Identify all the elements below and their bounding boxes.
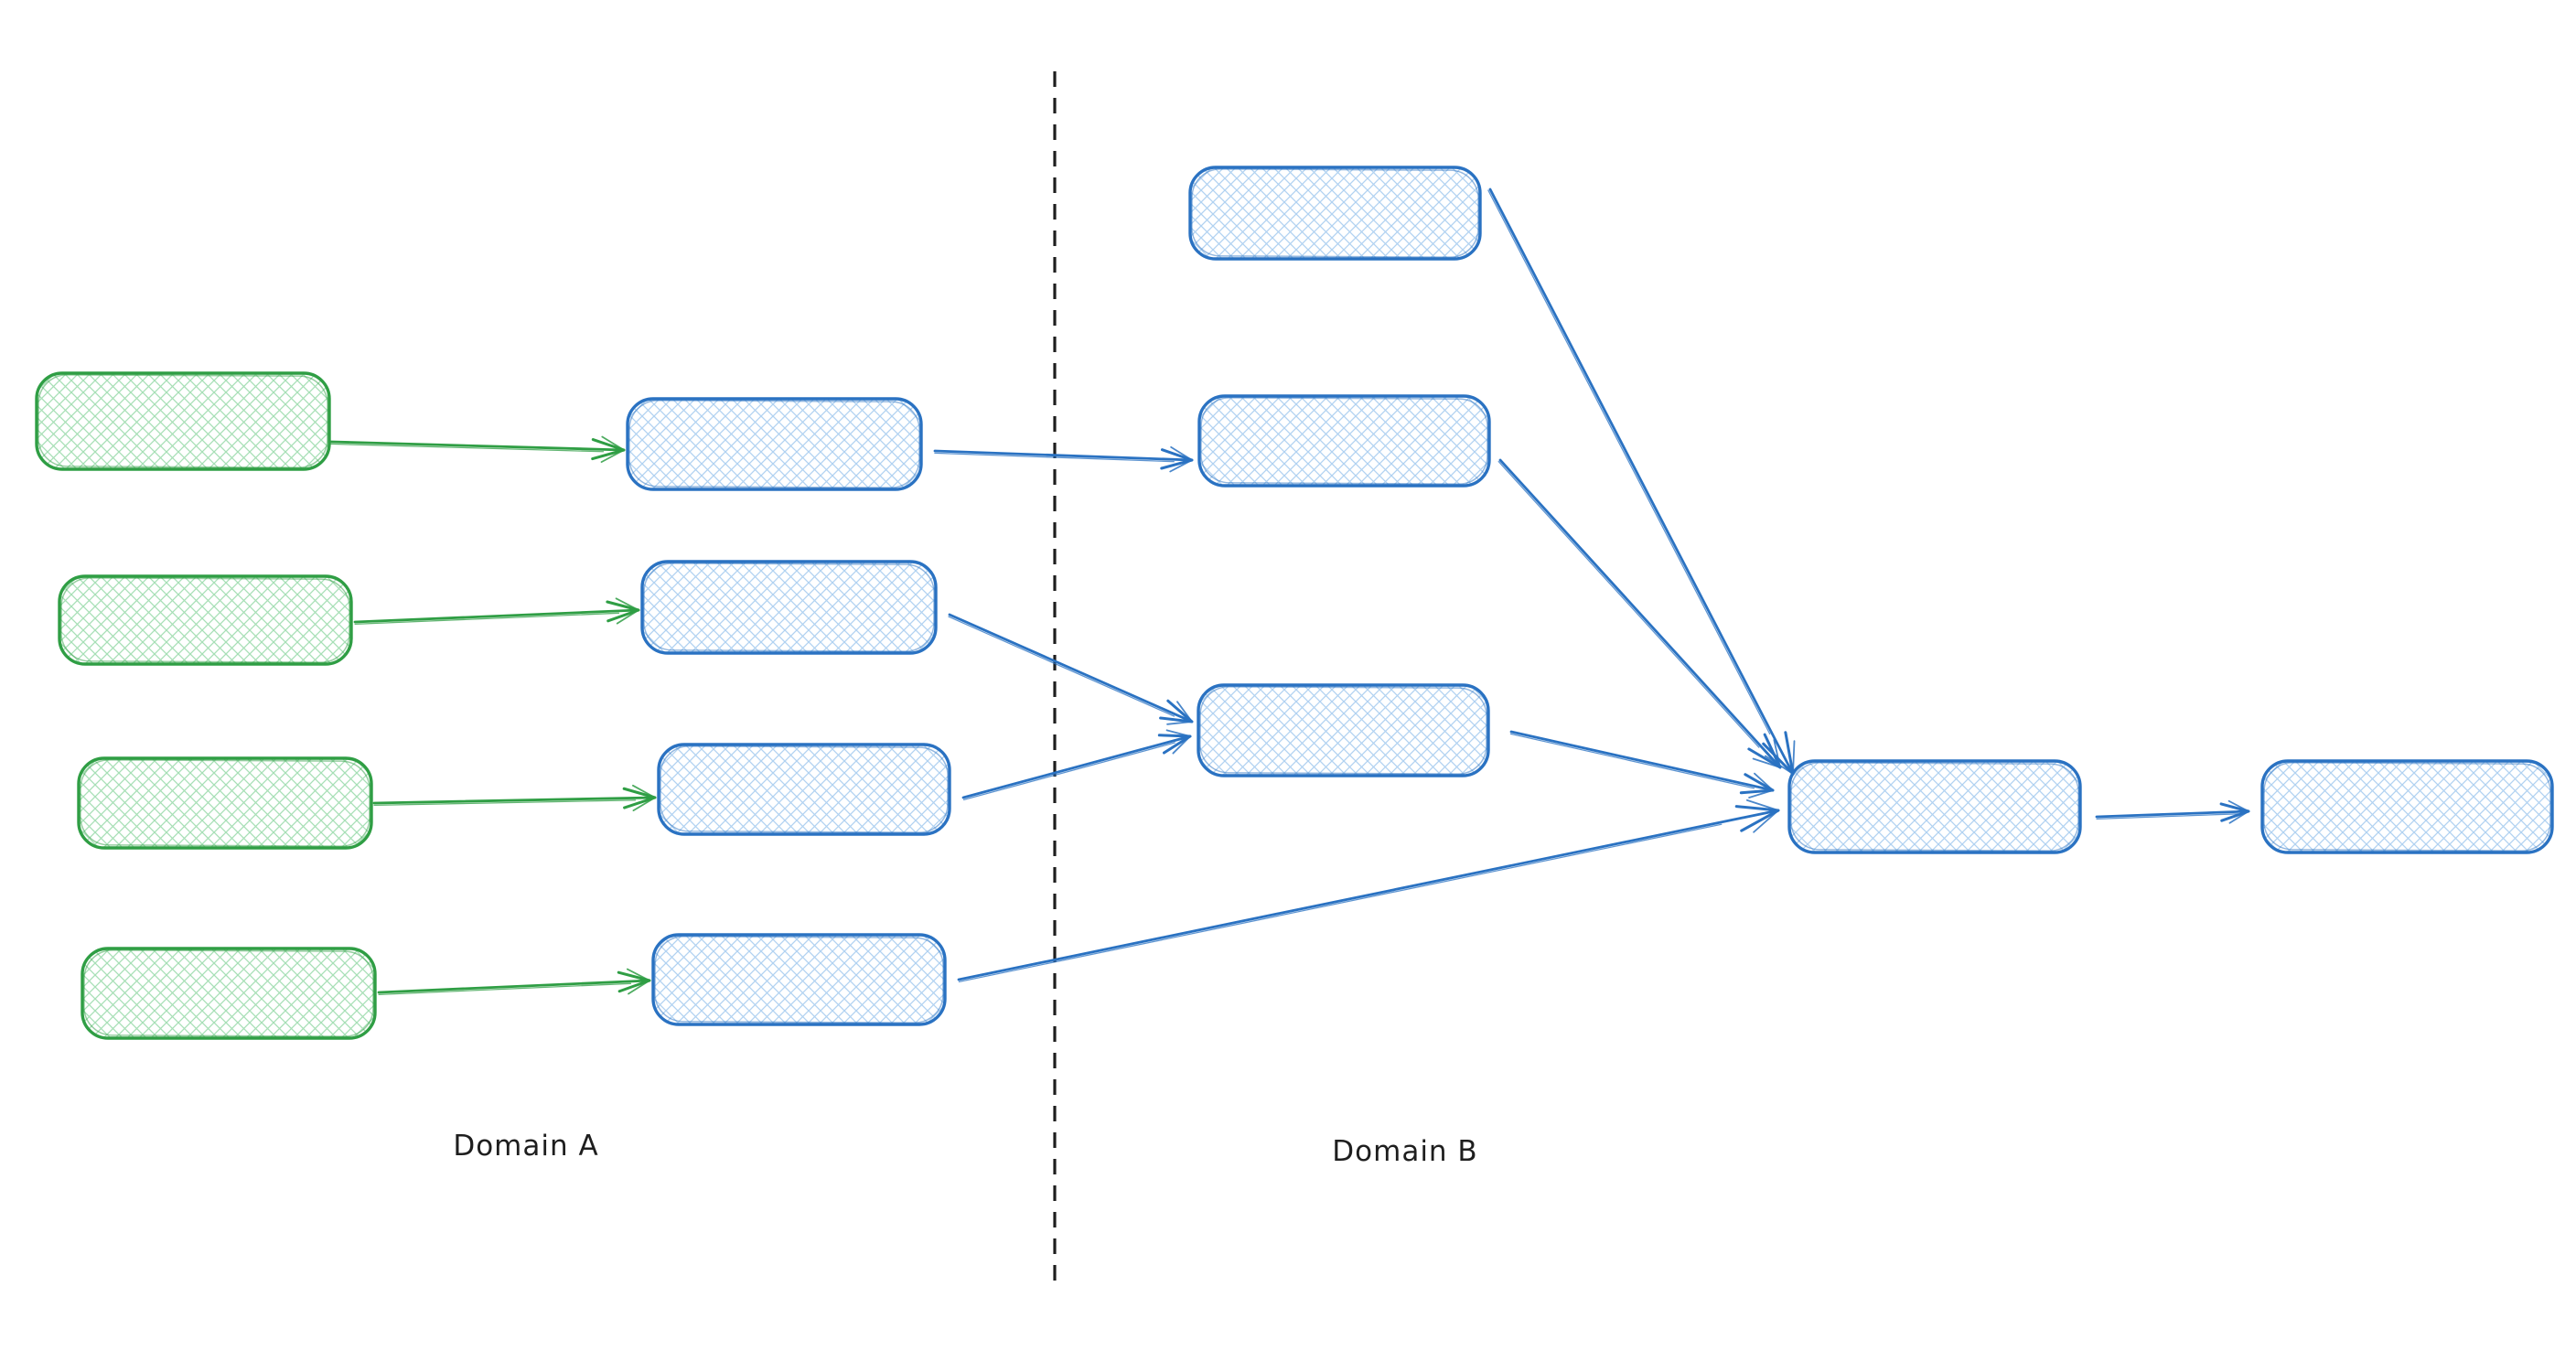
arrow-b-node-1-to-b-merge[interactable]	[1487, 188, 1796, 776]
node-a-process-1[interactable]	[626, 397, 923, 491]
arrow-b-node-3-to-b-merge[interactable]	[1509, 730, 1775, 799]
node-a-process-2[interactable]	[640, 560, 938, 655]
arrow-a-source-3-to-a-process-3[interactable]	[372, 784, 657, 812]
node-a-source-2[interactable]	[58, 574, 353, 666]
node-b-node-3[interactable]	[1197, 683, 1490, 777]
node-b-merge[interactable]	[1787, 759, 2082, 854]
arrow-a-source-2-to-a-process-2[interactable]	[353, 597, 640, 626]
node-a-process-3[interactable]	[657, 743, 951, 836]
arrow-b-merge-to-b-output[interactable]	[2095, 799, 2250, 824]
arrow-a-source-1-to-a-process-1[interactable]	[329, 435, 626, 464]
node-b-node-2[interactable]	[1197, 394, 1491, 488]
node-a-source-3[interactable]	[77, 756, 373, 850]
node-b-node-1[interactable]	[1188, 166, 1482, 261]
node-a-process-4[interactable]	[651, 933, 947, 1026]
label-domain-b[interactable]: Domain B	[1332, 1135, 1478, 1168]
arrow-a-process-4-to-b-merge[interactable]	[957, 799, 1780, 982]
arrow-b-node-2-to-b-merge[interactable]	[1497, 458, 1782, 769]
node-b-output[interactable]	[2260, 759, 2554, 854]
node-a-source-1[interactable]	[35, 371, 331, 471]
node-a-source-4[interactable]	[80, 947, 377, 1040]
label-domain-a[interactable]: Domain A	[453, 1130, 599, 1163]
arrow-a-process-3-to-b-node-3[interactable]	[961, 729, 1192, 800]
arrow-a-process-2-to-b-node-3[interactable]	[948, 613, 1194, 725]
arrow-a-process-1-to-b-node-2[interactable]	[933, 445, 1194, 473]
arrow-a-source-4-to-a-process-4[interactable]	[377, 968, 651, 996]
